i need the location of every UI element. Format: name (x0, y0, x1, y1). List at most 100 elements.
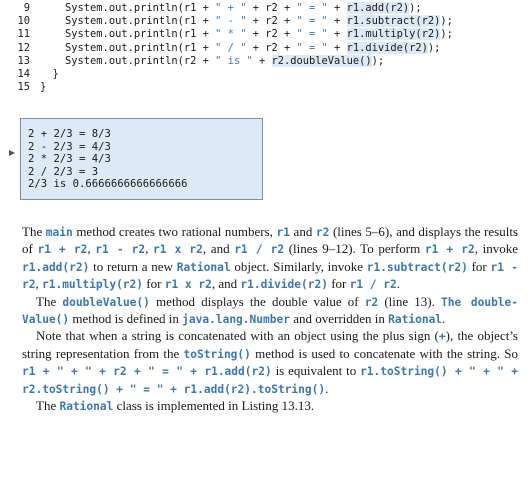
prose-text: method displays the double value of (149, 293, 365, 309)
code-token: + r2 + (246, 28, 297, 41)
highlighted-call: r1.divide(r2) (346, 41, 428, 54)
paragraph: The main method creates two rational num… (22, 224, 518, 294)
code-line: 10 System.out.println(r1 + " - " + r2 + … (0, 15, 532, 28)
code-token: + (327, 15, 347, 28)
prose-text: . (442, 311, 446, 327)
line-number: 14 (17, 67, 30, 80)
prose-text: , and (202, 241, 235, 257)
prose-text: , and (211, 276, 241, 292)
inline-code: r1 x r2 (153, 243, 203, 257)
string-literal: " = " (296, 41, 328, 54)
paragraph: The doubleValue() method displays the do… (22, 294, 518, 329)
inline-code: r2 (315, 226, 330, 239)
code-text: System.out.println(r2 + " is " + r2.doub… (40, 54, 385, 68)
code-token: + (327, 2, 347, 14)
code-token: ); (409, 2, 422, 14)
prose-text: for (467, 258, 491, 274)
string-literal: " is " (215, 54, 253, 67)
code-token: System.out.println(r2 + (40, 54, 216, 67)
line-number: 9 (23, 2, 30, 14)
inline-code: java.lang.Number (182, 313, 290, 327)
inline-code: r1.subtract(r2) (366, 260, 468, 274)
output-pointer-arrow-icon (9, 150, 15, 156)
inline-code: r1 - r2 (95, 243, 146, 257)
code-token: System.out.println(r1 + (40, 2, 216, 14)
inline-code: The double-Value() (22, 295, 519, 327)
inline-code: r2 (364, 295, 379, 309)
line-number: 11 (17, 28, 30, 41)
inline-code: r1 - r2 (22, 260, 518, 292)
prose-text: to return a new (89, 258, 177, 274)
string-literal: " = " (296, 28, 328, 41)
string-literal: " - " (215, 15, 247, 28)
string-literal: " + " (215, 2, 247, 14)
explanation-text: The main method creates two rational num… (22, 224, 518, 415)
inline-code: r1 / r2 (234, 243, 285, 257)
inline-code: r1 + r2 (37, 243, 88, 257)
prose-text: is equivalent to (271, 363, 361, 379)
inline-code: + (438, 330, 446, 344)
inline-code: r1 x r2 (164, 278, 212, 292)
code-text: } (40, 81, 46, 94)
prose-text: for (143, 276, 165, 292)
prose-text: , invoke (474, 241, 519, 257)
code-token: + (327, 28, 347, 41)
prose-text: The (36, 398, 60, 414)
code-line: 13 System.out.println(r2 + " is " + r2.d… (0, 54, 532, 68)
code-line: 14 } (0, 68, 532, 81)
inline-code: r1.add(r2) (22, 260, 90, 274)
console-line: 2 / 2/3 = 3 (28, 165, 99, 178)
code-text: System.out.println(r1 + " - " + r2 + " =… (40, 15, 453, 28)
inline-code: Rational (176, 260, 231, 274)
prose-text: class is implemented in Listing 13.13. (113, 398, 315, 414)
console-line: 2/3 is 0.6666666666666666 (28, 178, 188, 191)
highlighted-call: r1.subtract(r2) (346, 15, 441, 28)
code-token: ); (371, 54, 385, 67)
prose-text: ), the object’s string representation fr… (22, 328, 518, 361)
code-token: System.out.println(r1 + (40, 15, 216, 28)
code-token: + (252, 54, 272, 67)
prose-text: method is used to concatenate with the s… (250, 345, 518, 361)
line-number: 10 (17, 15, 30, 28)
console-line: 2 - 2/3 = 4/3 (28, 140, 111, 153)
string-literal: " = " (296, 15, 328, 28)
prose-text: and (289, 224, 316, 239)
code-token: + r2 + (246, 15, 297, 28)
console-line: 2 + 2/3 = 8/3 (28, 128, 111, 140)
code-text: } (40, 68, 59, 81)
paragraph: The Rational class is implemented in Lis… (22, 398, 518, 415)
prose-text: , (35, 276, 42, 292)
inline-code: r1 + " + " + r2 + " = " + r1.add(r2) (22, 365, 272, 379)
line-number: 13 (17, 54, 30, 67)
prose-text: . (396, 276, 401, 292)
line-number: 15 (17, 81, 30, 94)
prose-text: for (327, 276, 350, 292)
string-literal: " * " (215, 28, 247, 41)
string-literal: " / " (215, 41, 247, 54)
code-token: + r2 + (246, 41, 297, 54)
prose-text: method creates two rational numbers, (72, 224, 277, 239)
code-line: 15} (0, 81, 532, 94)
code-token: + (327, 41, 347, 54)
inline-code: Rational (59, 400, 114, 414)
inline-code: main (45, 226, 73, 239)
prose-text: (lines 9–12). To perform (284, 241, 425, 257)
prose-text: (lines 5–6), and displays the results of (22, 224, 518, 257)
code-line: 12 System.out.println(r1 + " / " + r2 + … (0, 41, 532, 55)
code-token: System.out.println(r1 + (40, 41, 216, 54)
inline-code: r1 + r2 (424, 243, 475, 257)
code-text: System.out.println(r1 + " * " + r2 + " =… (40, 28, 453, 41)
inline-code: r1.multiply(r2) (41, 278, 144, 292)
inline-code: doubleValue() (62, 295, 150, 309)
highlighted-call: r1.multiply(r2) (346, 28, 441, 41)
code-token: } (40, 67, 59, 80)
prose-text: object. Similarly, invoke (230, 258, 367, 274)
prose-text: and overridden in (289, 311, 389, 327)
code-token: ); (427, 41, 441, 54)
code-token: ); (440, 15, 453, 28)
prose-text: The (22, 224, 46, 239)
prose-text: , (87, 241, 96, 257)
line-number: 12 (17, 41, 30, 54)
inline-code: r1 / r2 (349, 278, 397, 292)
